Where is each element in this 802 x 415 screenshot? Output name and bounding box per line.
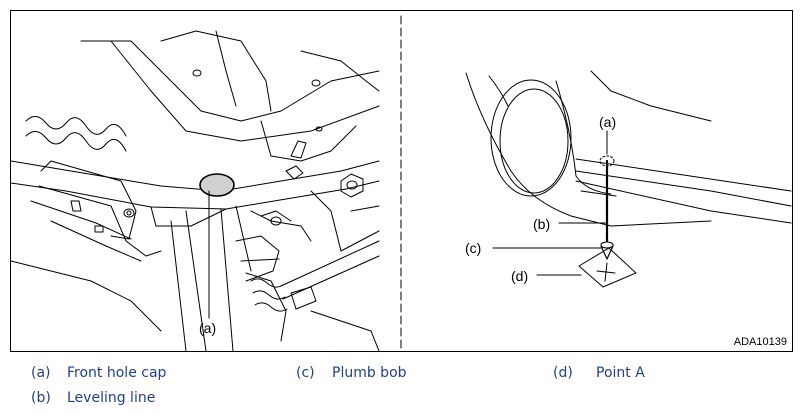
diagram-illustration [11, 15, 792, 351]
legend-key: (c) [296, 365, 315, 381]
callout-c: (c) [465, 240, 482, 256]
legend-text: Point A [596, 365, 645, 381]
callout-d: (d) [511, 268, 529, 284]
callout-a-right: (a) [599, 114, 617, 130]
legend-item: (d) Point A [553, 365, 645, 381]
legend-text: Leveling line [67, 390, 156, 406]
callout-b: (b) [533, 216, 551, 232]
legend-item: (b) Leveling line [31, 390, 155, 406]
legend-item: (c) Plumb bob [296, 365, 407, 381]
legend-key: (b) [31, 390, 51, 406]
legend-item: (a) Front hole cap [31, 365, 166, 381]
legend-text: Plumb bob [332, 365, 407, 381]
side-view-drawing [465, 70, 792, 227]
figure-id: ADA10139 [733, 336, 787, 348]
legend-key: (d) [553, 365, 573, 381]
legend-text: Front hole cap [67, 365, 167, 381]
legend-key: (a) [31, 365, 51, 381]
underbody-drawing [11, 30, 380, 351]
legend: (a) Front hole cap (b) Leveling line (c) Pl… [0, 362, 802, 412]
callout-a-left: (a) [199, 320, 217, 336]
diagram-frame: (a) (a) (b) (c) (d) ADA10139 [10, 10, 793, 352]
